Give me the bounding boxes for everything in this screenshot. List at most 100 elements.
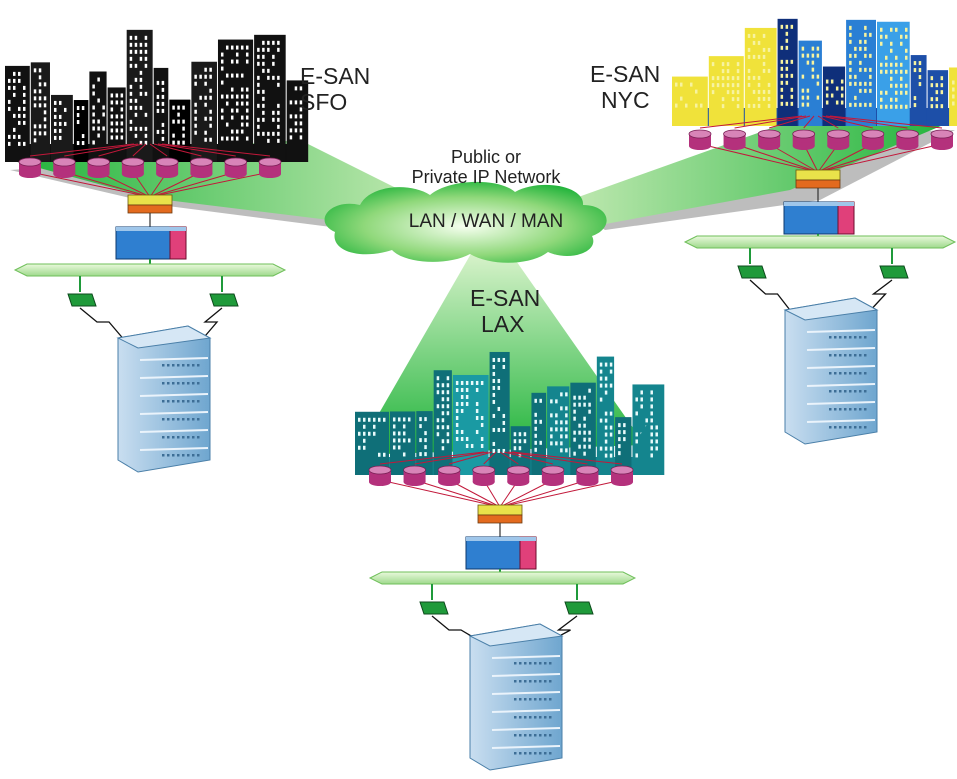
fc-link	[503, 451, 553, 465]
skyline-window	[785, 45, 789, 50]
skyline-window	[383, 417, 386, 422]
skyline-window	[267, 68, 270, 73]
skyline-window	[144, 91, 148, 96]
skyline-window	[492, 448, 496, 453]
skyline-window	[76, 113, 80, 118]
server-led	[849, 426, 852, 429]
skyline-window	[23, 106, 26, 111]
skyline-window	[209, 109, 212, 114]
network-adapter-icon	[737, 265, 767, 279]
disk-bottom	[121, 170, 144, 178]
server-led	[549, 698, 552, 701]
server-led	[192, 364, 195, 367]
skyline-window	[43, 124, 47, 129]
server-led	[524, 680, 527, 683]
skyline-window	[245, 115, 249, 120]
skyline-window	[767, 89, 771, 94]
server-led	[549, 680, 552, 683]
skyline-window	[115, 93, 119, 98]
fc-link	[483, 451, 497, 465]
skyline-window	[23, 141, 26, 146]
skyline-window	[455, 401, 459, 406]
fc-link	[511, 451, 623, 465]
skyline-window	[446, 397, 450, 402]
skyline-window	[220, 115, 224, 120]
skyline-window	[358, 445, 361, 450]
hub-bottom	[477, 514, 523, 524]
skyline-window	[358, 417, 361, 422]
skyline-window	[194, 130, 197, 135]
server-led	[172, 382, 175, 385]
server-led	[167, 454, 170, 457]
skyline-window	[492, 392, 496, 397]
server-led	[534, 662, 537, 665]
skyline-window	[436, 418, 440, 423]
skyline-window	[230, 115, 234, 120]
skyline-window	[43, 117, 47, 122]
disk-drive-icon	[437, 465, 461, 486]
skyline-window	[560, 441, 563, 446]
skyline-window	[604, 418, 608, 423]
skyline-window	[272, 61, 275, 66]
skyline-window	[811, 60, 815, 65]
skyline-window	[913, 68, 917, 73]
skyline-window	[465, 443, 469, 448]
skyline-window	[424, 438, 427, 443]
server-led	[844, 354, 847, 357]
disk-bottom	[758, 142, 781, 150]
skyline-window	[220, 52, 224, 57]
disk-drive-icon	[723, 129, 746, 150]
skyline-window	[816, 95, 820, 100]
skyline-window	[441, 397, 445, 402]
skyline-window	[940, 104, 944, 109]
skyline-window	[767, 103, 771, 108]
skyline-window	[523, 432, 527, 437]
skyline-window	[92, 105, 95, 110]
skyline-window	[220, 59, 224, 64]
skyline-building	[30, 62, 50, 162]
skyline-window	[790, 94, 794, 99]
skyline-window	[645, 418, 648, 423]
skyline-window	[502, 364, 506, 369]
skyline-window	[92, 140, 95, 145]
skyline-window	[736, 104, 740, 109]
skyline-window	[204, 81, 207, 86]
skyline-window	[441, 439, 445, 444]
server-bay	[806, 347, 876, 351]
skyline-window	[156, 80, 160, 85]
skyline-window	[935, 90, 939, 95]
skyline-window	[895, 27, 898, 32]
switch-body	[783, 201, 839, 235]
skyline-window	[935, 97, 939, 102]
nic-body	[737, 265, 767, 279]
skyline-window	[523, 439, 527, 444]
skyline-window	[578, 444, 581, 449]
skyline-window	[230, 94, 234, 99]
server-led	[859, 372, 862, 375]
skyline-window	[277, 47, 280, 52]
skyline-window	[156, 101, 160, 106]
skyline-window	[550, 413, 553, 418]
skyline-window	[220, 108, 224, 113]
skyline-window	[209, 74, 212, 79]
skyline-window	[736, 83, 740, 88]
skyline-window	[18, 106, 21, 111]
skyline-window	[272, 117, 275, 122]
server-led	[864, 336, 867, 339]
server-led	[864, 390, 867, 393]
skyline-window	[161, 94, 165, 99]
server-led	[162, 436, 165, 439]
skyline-window	[392, 445, 396, 450]
skyline-window	[220, 136, 224, 141]
skyline-window	[38, 89, 42, 94]
disk-drive-icon	[610, 465, 634, 486]
skyline-window	[120, 100, 124, 105]
skyline-window	[235, 59, 239, 64]
disk-drive-icon	[688, 129, 712, 150]
skyline-window	[262, 103, 265, 108]
skyline-window	[492, 357, 496, 362]
skyline-window	[257, 82, 260, 87]
skyline-window	[294, 86, 298, 91]
server-led	[524, 698, 527, 701]
server-led	[549, 734, 552, 737]
